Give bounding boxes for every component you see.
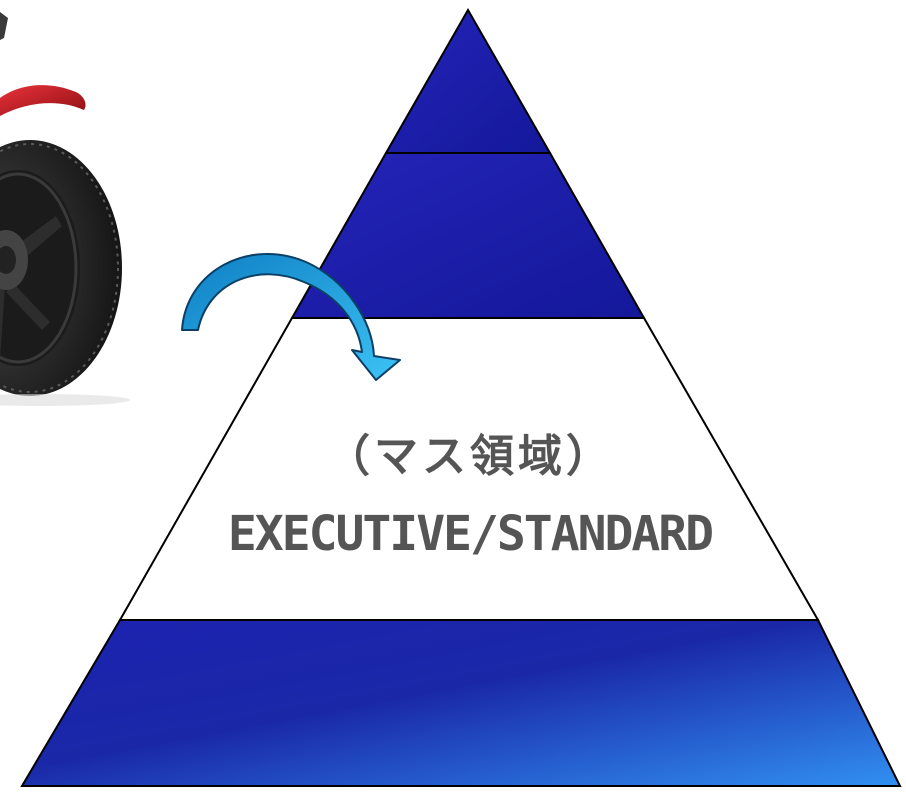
motorcycle-image	[0, 12, 130, 406]
pyramid-tier-4	[20, 619, 902, 787]
segment-name-label: EXECUTIVE/STANDARD	[227, 506, 714, 562]
pyramid-tier-1	[384, 7, 552, 154]
curved-arrow-icon	[181, 253, 401, 381]
mass-segment-label: （マス領域）	[326, 431, 614, 482]
